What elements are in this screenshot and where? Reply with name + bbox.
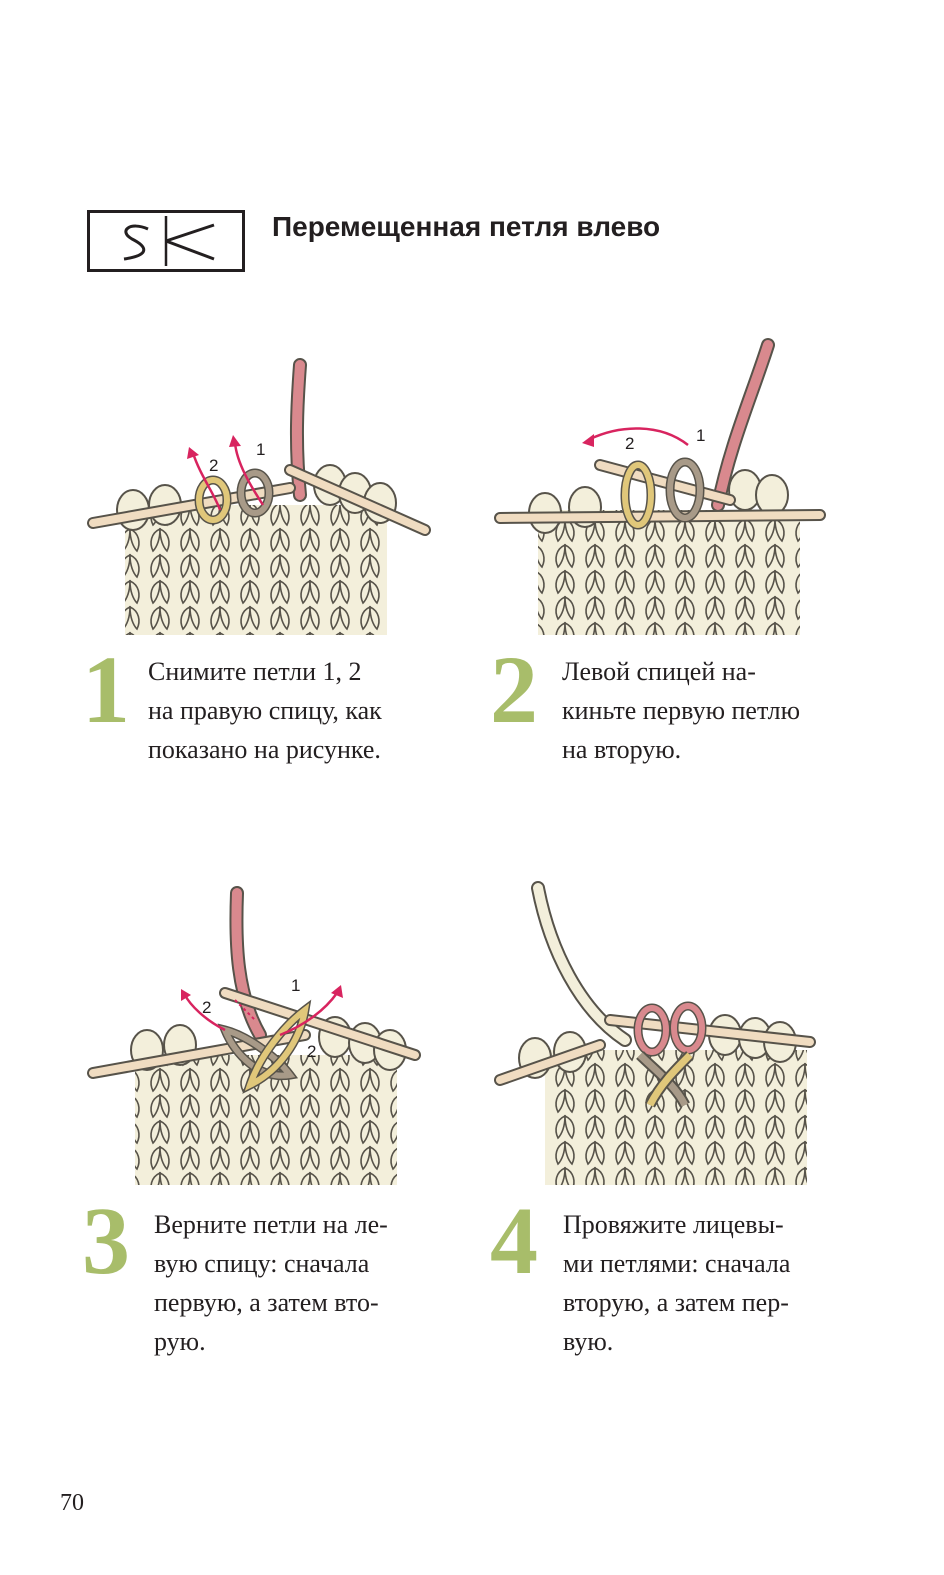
working-yarn	[713, 340, 773, 510]
knitted-fabric	[538, 510, 800, 635]
working-yarn	[533, 883, 630, 1045]
page-title: Перемещенная петля влево	[272, 211, 661, 242]
left-needle	[221, 989, 419, 1059]
loop-2	[622, 462, 654, 528]
loop-1	[667, 459, 703, 521]
step-text-1: Снимите петли 1, 2 на правую спицу, как …	[148, 657, 382, 764]
step-number-4: 4	[490, 1187, 538, 1294]
loop-1	[244, 1003, 310, 1091]
right-needle	[496, 511, 824, 522]
knitting-chart-symbol	[87, 210, 245, 272]
step-2-illustration: 2 1	[494, 338, 826, 635]
arrow-icon	[181, 989, 191, 1001]
working-yarn	[231, 888, 265, 1040]
arrow-icon	[331, 985, 343, 998]
loop-label-1: 1	[256, 440, 265, 459]
loop-2	[196, 477, 230, 523]
loop-1	[238, 470, 272, 516]
crossed-stitch-icon	[123, 216, 215, 266]
loop-label-2: 2	[202, 998, 211, 1017]
loop-label-2: 2	[625, 434, 634, 453]
right-needle	[496, 1041, 604, 1084]
arrow-icon	[582, 434, 594, 447]
step-1-illustration: 2 1	[87, 358, 431, 635]
step-3-illustration: 2 1 2	[87, 886, 421, 1185]
arrow-icon	[187, 447, 199, 459]
new-loop-2	[671, 1003, 705, 1053]
loop-label-1: 1	[291, 976, 300, 995]
step-4-illustration	[494, 881, 816, 1185]
knitted-fabric	[125, 505, 387, 635]
crossed-loop-1	[646, 1052, 693, 1107]
page-number: 70	[60, 1490, 84, 1516]
step-number-3: 3	[82, 1187, 130, 1294]
new-loop-1	[635, 1005, 669, 1055]
left-needle	[606, 1016, 814, 1046]
left-needle	[596, 461, 734, 504]
step-text-3: Верните петли на ле- вую спицу: сначала …	[154, 1210, 388, 1356]
loop-label-1: 1	[696, 426, 705, 445]
step-number-2: 2	[490, 636, 538, 743]
arrow-icon	[229, 435, 241, 447]
step-text-2: Левой спицей на- киньте первую петлю на …	[562, 657, 801, 764]
step-text-4: Провяжите лицевы- ми петлями: сначала вт…	[563, 1210, 791, 1356]
loop-label-2-bottom: 2	[307, 1042, 316, 1061]
loop-label-2: 2	[209, 456, 218, 475]
step-number-1: 1	[82, 636, 130, 743]
left-needle	[286, 466, 429, 534]
loop-2	[220, 1025, 296, 1079]
